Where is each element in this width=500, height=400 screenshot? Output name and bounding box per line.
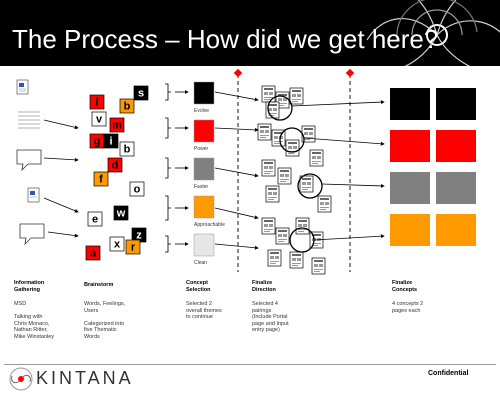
concept-swatch: Power [193, 119, 215, 152]
milestone-marker-icon [233, 68, 243, 78]
tile-letter: r [131, 242, 136, 254]
tile-letter: e [92, 214, 98, 226]
brainstorm-tile: v [91, 111, 107, 127]
tile-letter: z [136, 230, 142, 242]
concept-label: Clean [194, 260, 207, 266]
brainstorm-tile: m [109, 117, 125, 133]
concept-label: Evolve [194, 108, 209, 114]
brainstorm-tile: a [85, 245, 101, 261]
tile-letter: v [96, 114, 103, 126]
brainstorm-tile: f [93, 171, 109, 187]
final-concept-pair [390, 88, 476, 120]
final-concept-swatches [390, 88, 476, 246]
tile-letter: s [138, 88, 144, 100]
concept-label: Power [194, 146, 209, 152]
selection-circle [279, 127, 305, 153]
tile-letter: o [134, 184, 141, 196]
page-title: The Process – How did we get here? [12, 24, 439, 54]
brainstorm-tile: l [89, 94, 105, 110]
notes-icon [18, 111, 40, 129]
brainstorm-tile: x [109, 236, 125, 252]
header-bar: The Process – How did we get here? [0, 0, 500, 66]
milestone-marker-icon [345, 68, 355, 78]
tile-letter: a [90, 248, 97, 260]
tile-letter: g [94, 136, 101, 148]
tile-letter: m [112, 120, 122, 132]
swirl-graphic [366, 0, 500, 66]
concept-label: Approachable [194, 222, 225, 228]
concept-braces [165, 83, 171, 253]
brainstorm-tile: b [119, 98, 135, 114]
tile-letter: b [124, 144, 131, 156]
tile-letter: w [116, 208, 126, 220]
speech-bubble-icon [19, 223, 45, 246]
concept-arrows [214, 91, 259, 250]
tile-letter: i [109, 136, 112, 148]
final-concept-pair [390, 172, 476, 204]
stage-caption: Brainstorm [84, 282, 114, 288]
final-concept-pair [390, 214, 476, 246]
concept-swatch: Evolve [193, 81, 215, 114]
brainstorm-tile: e [87, 211, 103, 227]
kintana-logo-icon [9, 367, 33, 391]
brainstorm-tile: g [89, 133, 105, 149]
footer-divider [4, 364, 496, 365]
tile-letter: d [112, 160, 119, 172]
brainstorm-tile: i [103, 133, 119, 149]
brainstorm-tile: w [113, 205, 129, 221]
gathering-arrows [43, 119, 79, 238]
concept-swatch: Approachable [193, 195, 225, 228]
brainstorm-tile: o [129, 181, 145, 197]
tile-letter: l [95, 97, 98, 109]
info-document-icon [27, 187, 40, 203]
tile-letter: b [124, 101, 131, 113]
final-concept-pair [390, 130, 476, 162]
brainstorm-tile: d [107, 157, 123, 173]
brand-name: KINTANA [36, 368, 134, 388]
tile-letter: f [99, 174, 103, 186]
info-document-icon [16, 79, 29, 95]
concept-swatch: Faster [193, 157, 215, 190]
concept-swatch: Clean [193, 233, 215, 266]
brainstorm-tile: s [133, 85, 149, 101]
brainstorm-tile: b [119, 141, 135, 157]
brace-arrows [175, 90, 189, 246]
selection-circle [297, 173, 323, 199]
selection-circle [267, 95, 293, 121]
concept-label: Faster [194, 184, 209, 190]
selection-arrows [291, 100, 385, 241]
brainstorm-tile: r [125, 239, 141, 255]
stage-dividers [233, 68, 355, 272]
confidential-label: Confidential [428, 370, 469, 377]
tile-letter: x [114, 239, 121, 251]
speech-bubble-icon [16, 149, 42, 172]
